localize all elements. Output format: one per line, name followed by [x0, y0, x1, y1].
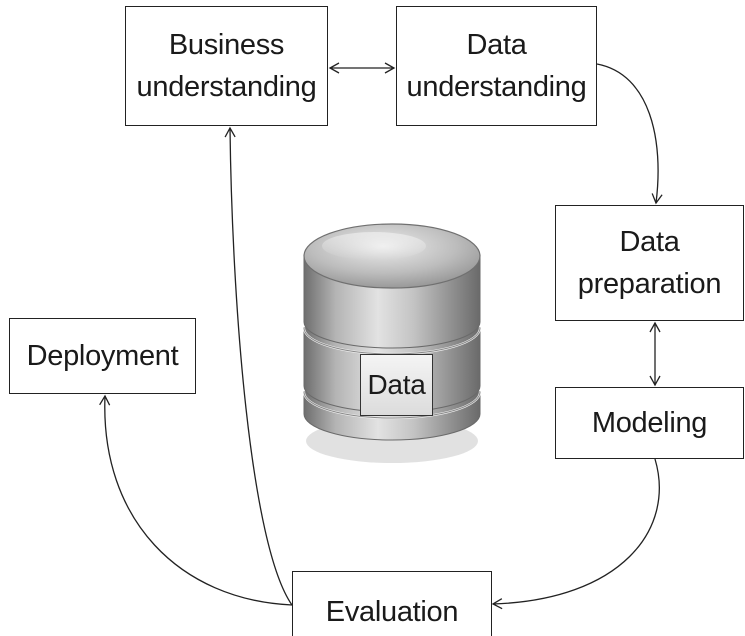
deployment-label: Deployment: [26, 340, 179, 372]
database-icon: [302, 223, 482, 463]
data-preparation-line1: Data: [619, 226, 680, 258]
arrow-evaluation-deployment: [99, 394, 293, 606]
modeling-label: Modeling: [591, 407, 708, 439]
modeling-box: Modeling: [555, 387, 744, 459]
arrow-data-understanding-preparation: [596, 63, 663, 205]
database-label: Data: [360, 354, 433, 416]
cylinder-top-tier: [303, 223, 481, 349]
data-understanding-line1: Data: [466, 29, 527, 61]
data-understanding-box: Data understanding: [396, 6, 597, 126]
data-preparation-box: Data preparation: [555, 205, 744, 321]
arrow-evaluation-business-understanding: [224, 126, 293, 606]
business-understanding-line1: Business: [168, 29, 285, 61]
business-understanding-box: Business understanding: [125, 6, 328, 126]
business-understanding-line2: understanding: [136, 71, 317, 103]
data-understanding-line2: understanding: [406, 71, 587, 103]
evaluation-box: Evaluation: [292, 571, 492, 636]
arrow-modeling-evaluation: [491, 458, 660, 610]
evaluation-label: Evaluation: [325, 596, 459, 628]
data-preparation-line2: preparation: [577, 268, 722, 300]
deployment-box: Deployment: [9, 318, 196, 394]
